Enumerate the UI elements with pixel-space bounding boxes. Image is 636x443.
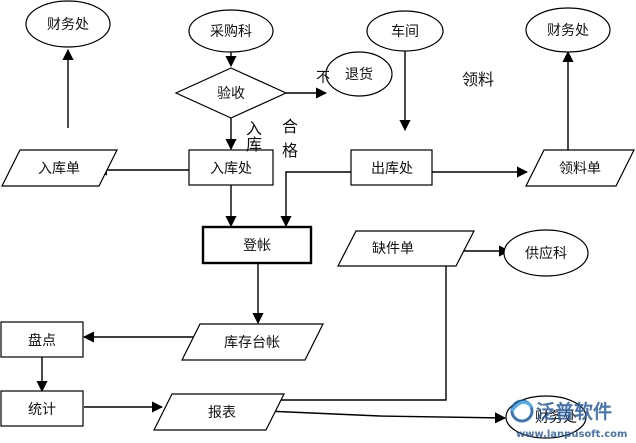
rect-shape xyxy=(0,321,84,358)
edge-label-storage: 库 xyxy=(246,135,262,154)
parallelogram-shape xyxy=(337,230,475,267)
return-goods-node: 退货 xyxy=(325,51,393,97)
edge-label-unqualified: 不 xyxy=(316,70,330,86)
rect-shape xyxy=(188,149,274,186)
inventory-ledger-node: 库存台帐 xyxy=(181,323,324,361)
ellipse-shape xyxy=(25,0,111,48)
inspection-node: 验收 xyxy=(174,67,288,119)
edge-label-qualified-2: 格 xyxy=(282,141,298,160)
supply-dept-node: 供应科 xyxy=(503,229,589,277)
watermark-brand: 泛普软件 xyxy=(536,400,612,423)
edge-label-material-request: 领料 xyxy=(462,70,494,89)
watermark-url: www.lanpusoft.com xyxy=(516,429,627,440)
finance-top-left-label: 财务处 xyxy=(47,17,89,33)
watermark-logo: 泛普软件 www.lanpusoft.com xyxy=(510,399,627,440)
parallelogram-shape xyxy=(525,149,635,187)
ellipse-shape xyxy=(525,7,611,53)
parallelogram-shape xyxy=(1,149,118,187)
rect-shape xyxy=(201,225,313,265)
workshop-label: 车间 xyxy=(391,23,419,40)
inspection-label: 验收 xyxy=(217,86,245,102)
ellipse-shape xyxy=(366,10,444,52)
outbound-office-label: 出库处 xyxy=(371,161,413,177)
finance-bottom-label: 财务处 xyxy=(535,410,577,426)
purchasing-label: 采购科 xyxy=(210,24,252,40)
inbound-office-node: 入库处 xyxy=(188,149,274,186)
parallelogram-shape xyxy=(181,323,324,361)
inbound-slip-label: 入库单 xyxy=(38,161,80,177)
edge-outbound-to-register xyxy=(280,171,351,228)
finance-bottom-node: 财务处 xyxy=(505,395,587,439)
finance-top-right-label: 财务处 xyxy=(547,23,589,39)
rect-shape xyxy=(350,149,433,186)
inbound-slip-node: 入库单 xyxy=(1,149,118,187)
register-node: 登帐 xyxy=(201,225,313,265)
statistics-label: 统计 xyxy=(28,402,56,418)
ellipse-shape xyxy=(188,9,274,53)
material-slip-label: 领料单 xyxy=(559,161,601,177)
inbound-office-label: 入库处 xyxy=(210,161,252,177)
edge-label-in: 入 xyxy=(246,119,262,138)
edge-report-to-shortage xyxy=(266,248,452,401)
shortage-slip-label: 缺件单 xyxy=(372,241,414,257)
workshop-node: 车间 xyxy=(366,10,444,52)
edge-report-to-finance xyxy=(265,410,507,424)
diamond-shape xyxy=(174,67,288,119)
ellipse-shape xyxy=(325,51,393,97)
purchasing-node: 采购科 xyxy=(188,9,274,53)
inventory-check-node: 盘点 xyxy=(0,321,84,358)
parallelogram-shape xyxy=(153,393,285,431)
return-goods-label: 退货 xyxy=(345,66,373,83)
supply-dept-label: 供应科 xyxy=(525,245,567,262)
report-node: 报表 xyxy=(153,393,285,431)
inventory-ledger-label: 库存台帐 xyxy=(224,335,280,351)
statistics-node: 统计 xyxy=(0,390,84,427)
inventory-check-label: 盘点 xyxy=(28,332,56,349)
shortage-slip-node: 缺件单 xyxy=(337,230,475,267)
finance-top-left-node: 财务处 xyxy=(25,0,111,48)
material-slip-node: 领料单 xyxy=(525,149,635,187)
rect-shape xyxy=(0,390,84,427)
report-label: 报表 xyxy=(208,405,236,421)
register-label: 登帐 xyxy=(243,238,271,254)
edge-label-qualified-1: 合 xyxy=(282,117,298,136)
swirl-icon xyxy=(510,399,534,423)
ellipse-shape xyxy=(503,229,589,277)
connectors xyxy=(36,48,574,424)
finance-top-right-node: 财务处 xyxy=(525,7,611,53)
ellipse-shape xyxy=(505,395,587,439)
outbound-office-node: 出库处 xyxy=(350,149,433,186)
